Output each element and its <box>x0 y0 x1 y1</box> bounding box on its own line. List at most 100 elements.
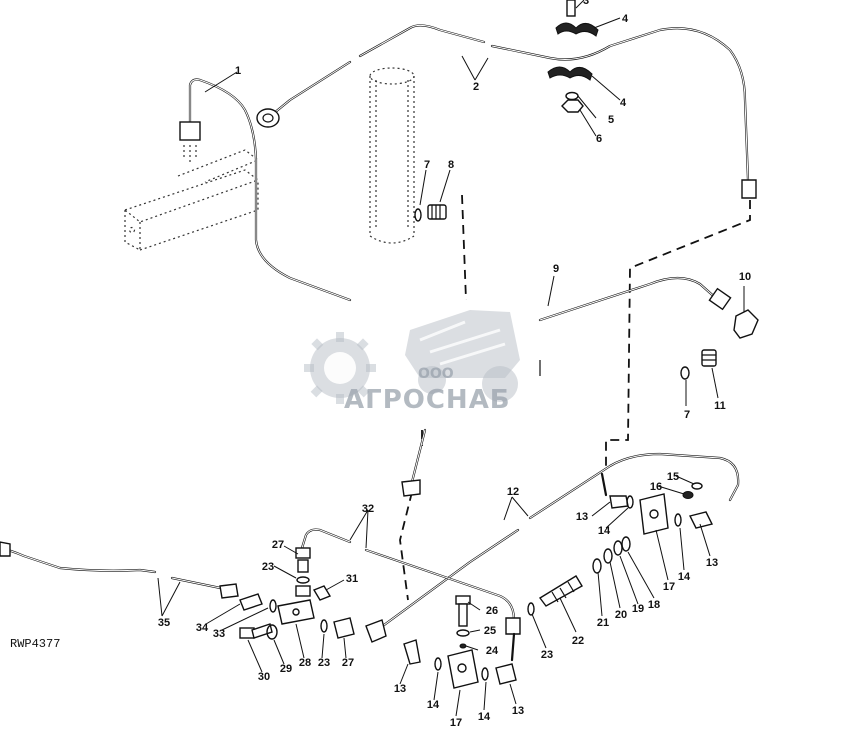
upper-fitting-7-8 <box>414 204 447 222</box>
tee-block-17-lower <box>447 649 479 689</box>
upper-pipe-2 <box>256 24 757 199</box>
callout-35: 35 <box>158 617 170 629</box>
fitting-11 <box>701 349 717 367</box>
callout-24: 24 <box>486 645 499 657</box>
callout-6: 6 <box>596 133 602 145</box>
o-ring-23-right <box>527 602 535 616</box>
o-ring-20 <box>621 536 631 552</box>
leader-lines <box>157 0 745 717</box>
callout-28: 28 <box>299 657 311 669</box>
watermark-combine-icon <box>405 310 520 402</box>
callout-1: 1 <box>235 65 241 77</box>
callout-5: 5 <box>608 114 614 126</box>
callout-30: 30 <box>258 671 270 683</box>
clamp-assembly <box>547 0 599 113</box>
callout-13-upper: 13 <box>576 511 588 523</box>
callout-12: 12 <box>507 486 519 498</box>
o-ring-14-lower-b <box>481 667 489 681</box>
callout-7-upper: 7 <box>424 159 430 171</box>
o-ring-23-lower <box>320 619 328 633</box>
watermark-prefix: ООО <box>418 366 454 382</box>
bolt-30 <box>239 623 273 639</box>
callout-10: 10 <box>739 271 751 283</box>
callout-3: 3 <box>583 0 589 7</box>
washer-15 <box>691 482 703 490</box>
bolt-26 <box>455 595 471 627</box>
callout-33: 33 <box>213 628 225 640</box>
callout-23-right: 23 <box>541 649 553 661</box>
elbow-13-lower-right <box>495 663 517 685</box>
callout-23-upper: 23 <box>262 561 274 573</box>
callout-15: 15 <box>667 471 679 483</box>
callout-11: 11 <box>714 400 726 412</box>
callout-14-upper: 14 <box>598 525 611 537</box>
o-ring-18 <box>603 548 613 564</box>
callout-22: 22 <box>572 635 584 647</box>
callout-labels: 1 2 3 4 4 5 6 7 8 9 10 7 11 12 13 14 15 … <box>158 0 751 729</box>
callout-2: 2 <box>473 81 479 93</box>
o-ring-19 <box>613 540 623 556</box>
callout-16: 16 <box>650 481 662 493</box>
elbow-13-upper-right <box>688 511 714 529</box>
nut-upper-right <box>741 179 757 199</box>
washer-24 <box>459 643 467 649</box>
o-ring-7-mid <box>680 366 690 380</box>
callout-13-upper-right: 13 <box>706 557 718 569</box>
callout-21: 21 <box>597 617 609 629</box>
callout-4-upper: 4 <box>622 13 629 25</box>
washer-25 <box>456 629 470 637</box>
callout-14-lower-left: 14 <box>427 699 440 711</box>
callout-19: 19 <box>632 603 644 615</box>
callout-31: 31 <box>346 573 358 585</box>
callout-17-upper: 17 <box>663 581 675 593</box>
callout-13-lower-right: 13 <box>512 705 524 717</box>
fitting-34 <box>239 593 263 611</box>
pipe-32-pair <box>300 528 521 662</box>
callout-14-upper-right: 14 <box>678 571 691 583</box>
nut-upper-left <box>179 121 201 141</box>
watermark-name: АГРОСНАБ <box>344 385 511 415</box>
callout-18: 18 <box>648 599 660 611</box>
callout-26: 26 <box>486 605 498 617</box>
fitting-27-lower <box>333 617 355 639</box>
o-ring-14-lower-a <box>434 657 442 671</box>
callout-17-lower: 17 <box>450 717 462 729</box>
block-28 <box>277 599 315 625</box>
callout-25: 25 <box>484 625 496 637</box>
callout-13-lower-left: 13 <box>394 683 406 695</box>
accumulator-cylinder <box>369 67 415 244</box>
elbow-fitting-10 <box>733 309 759 339</box>
o-ring-14-upper-a <box>626 495 634 509</box>
callout-29: 29 <box>280 663 292 675</box>
connector-22 <box>538 575 583 607</box>
pipe-35 <box>0 541 239 599</box>
middle-pipe-9 <box>538 276 732 322</box>
o-ring-21 <box>592 558 602 574</box>
callout-8: 8 <box>448 159 454 171</box>
callout-32: 32 <box>362 503 374 515</box>
drawing-code: RWP4377 <box>10 637 60 651</box>
callout-34: 34 <box>196 622 209 634</box>
nut-upper-pipe-end <box>256 108 280 128</box>
nut-16 <box>682 491 694 499</box>
callout-4-lower: 4 <box>620 97 627 109</box>
vertical-pipe-center <box>401 428 427 497</box>
elbow-13-upper <box>609 495 629 509</box>
watermark-gear-icon <box>304 332 376 404</box>
plug-31 <box>312 585 332 601</box>
o-ring-14-upper-b <box>674 513 682 527</box>
elbow-13-lower-left <box>403 639 421 665</box>
fitting-stack-27-23 <box>295 547 311 597</box>
washer-29 <box>266 624 278 640</box>
callout-27-lower: 27 <box>342 657 354 669</box>
frame-rail <box>123 149 260 251</box>
callout-23-lower: 23 <box>318 657 330 669</box>
watermark: ООО АГРОСНАБ <box>304 310 520 415</box>
callout-20: 20 <box>615 609 627 621</box>
upper-pipe-1 <box>179 78 352 302</box>
o-ring-33 <box>269 599 277 613</box>
callout-27-upper: 27 <box>272 539 284 551</box>
tee-block-17-upper <box>639 493 669 535</box>
lower-pipe-12 <box>365 452 740 643</box>
